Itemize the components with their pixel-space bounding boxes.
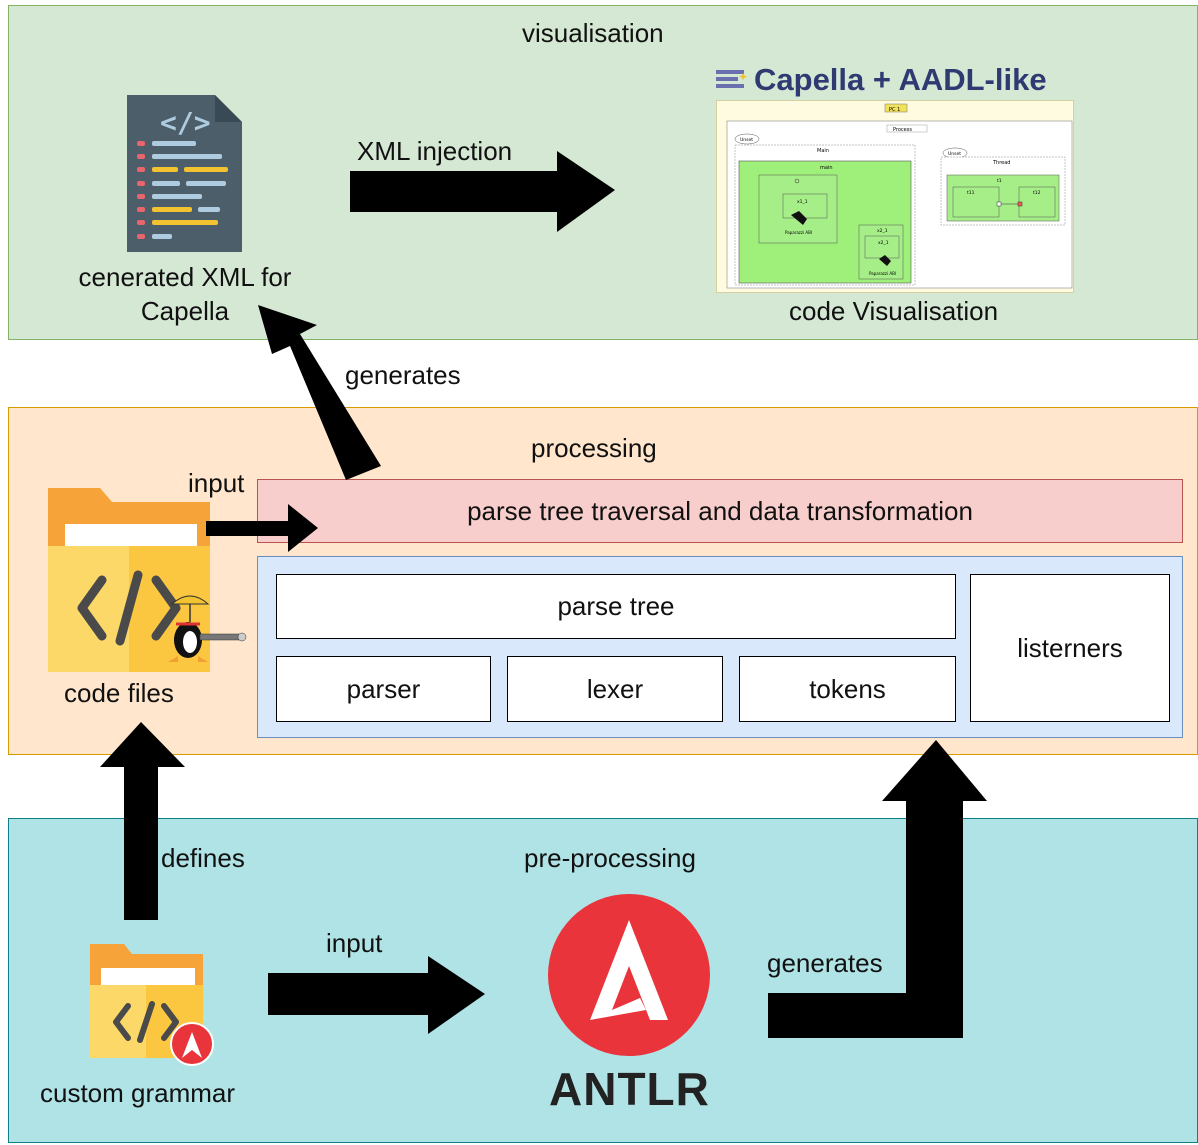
svg-text:main: main xyxy=(820,165,833,171)
generates-bottom-label: generates xyxy=(767,948,883,978)
svg-text:t12: t12 xyxy=(1033,190,1041,196)
capella-logo-icon: ✦ xyxy=(716,64,750,88)
xml-file-label: cenerated XML for Capella xyxy=(78,262,292,326)
xml-injection-label: XML injection xyxy=(357,136,513,166)
input-top-label: input xyxy=(188,468,245,498)
svg-text:Unset: Unset xyxy=(948,151,961,157)
svg-text:Paparazzi ABI: Paparazzi ABI xyxy=(869,271,896,276)
code-visualisation-label: code Visualisation xyxy=(789,296,999,326)
svg-text:Main: Main xyxy=(817,148,829,154)
svg-text:✦: ✦ xyxy=(738,70,748,84)
visualisation-title: visualisation xyxy=(522,18,664,48)
defines-label: defines xyxy=(161,843,245,873)
parse-tree-box: parse tree xyxy=(276,574,956,639)
svg-text:x2_1: x2_1 xyxy=(878,240,889,246)
svg-text:t1: t1 xyxy=(997,178,1002,184)
svg-text:t11: t11 xyxy=(967,190,975,196)
traversal-box: parse tree traversal and data transforma… xyxy=(257,479,1183,543)
process-label: Process xyxy=(893,127,912,133)
svg-text:Unset: Unset xyxy=(740,137,753,143)
antlr-wordmark: ANTLR xyxy=(549,1063,710,1115)
code-files-label: code files xyxy=(64,678,174,708)
svg-text:Paparazzi ABI: Paparazzi ABI xyxy=(785,230,812,235)
svg-text:Thread: Thread xyxy=(992,160,1010,166)
pre-processing-title: pre-processing xyxy=(524,843,696,873)
capella-title: ✦ Capella + AADL-like xyxy=(716,62,1047,98)
custom-grammar-label: custom grammar xyxy=(40,1078,236,1108)
listeners-box: listerners xyxy=(970,574,1170,722)
input-bottom-label: input xyxy=(326,928,383,958)
pc-label: PC 1 xyxy=(889,107,900,113)
lexer-box: lexer xyxy=(507,656,723,722)
parser-box: parser xyxy=(276,656,491,722)
tokens-box: tokens xyxy=(739,656,956,722)
capella-diagram-screenshot: PC 1 Process Unset Main main x1_1 Papara… xyxy=(716,100,1074,293)
svg-text:x1_1: x1_1 xyxy=(797,199,808,205)
svg-text:x2_1: x2_1 xyxy=(877,228,888,234)
generates-top-label: generates xyxy=(345,360,461,390)
processing-title: processing xyxy=(531,433,657,463)
